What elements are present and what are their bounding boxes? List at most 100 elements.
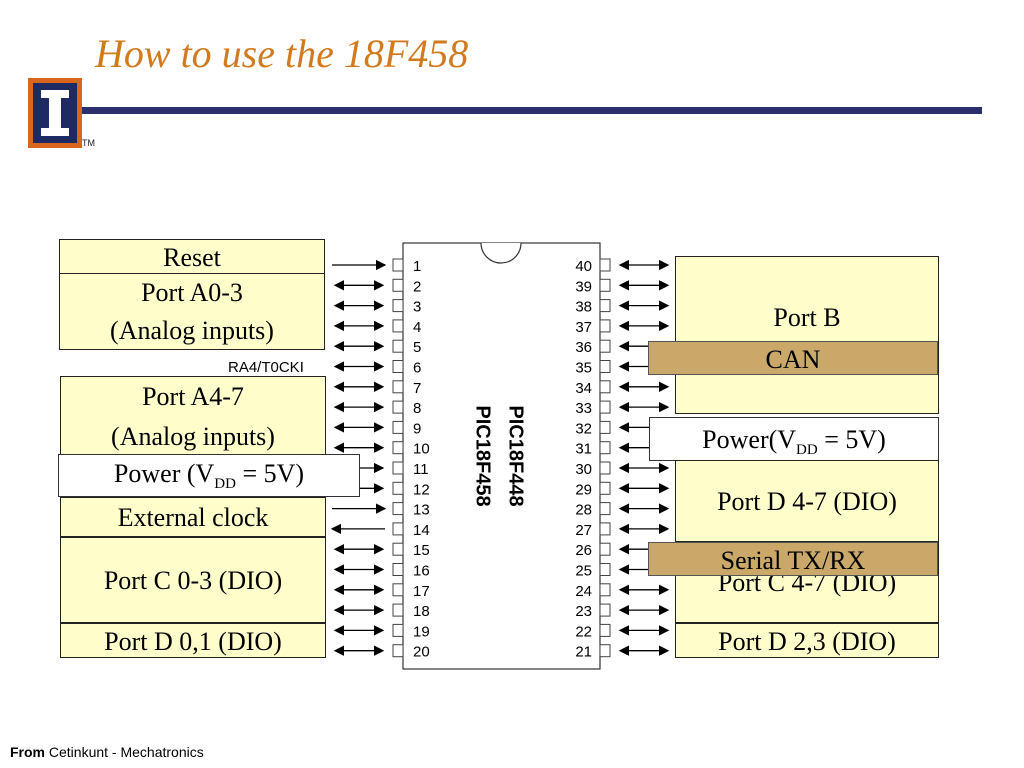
port-a03-box: Port A0-3 (Analog inputs) <box>59 273 325 350</box>
footer-from: From <box>10 744 45 760</box>
pin-number-right: 32 <box>575 420 592 437</box>
pin-pad-left <box>392 400 404 414</box>
pin-number-right: 27 <box>575 522 592 539</box>
reset-label: Reset <box>163 243 221 272</box>
pin-pad-right <box>599 563 611 576</box>
pin-pad-left <box>392 623 404 637</box>
pin-pad-right <box>599 258 611 272</box>
serial-box: Serial TX/RX <box>648 542 938 576</box>
port-b-label: Port B <box>773 303 841 332</box>
pin-pad-right <box>599 278 611 292</box>
ra4-label: RA4/T0CKI <box>228 359 304 376</box>
pin-number-right: 38 <box>575 299 592 316</box>
pin-pad-right <box>599 583 611 597</box>
pin-number-left: 19 <box>413 623 430 640</box>
pin-number-right: 36 <box>575 339 592 356</box>
pin-pad-right <box>599 522 611 536</box>
chip-body <box>402 242 601 670</box>
pin-pad-right <box>599 623 611 637</box>
pin-pad-left <box>392 441 404 455</box>
left-power-box: Power (VDD = 5V) <box>58 454 360 497</box>
footer-credit: From Cetinkunt - Mechatronics <box>10 744 204 760</box>
pin-number-left: 1 <box>413 258 421 275</box>
pin-number-left: 3 <box>413 299 421 316</box>
pin-pad-left <box>392 360 404 373</box>
university-logo <box>28 78 82 153</box>
pin-pad-right <box>599 420 611 434</box>
pin-number-left: 13 <box>413 502 430 519</box>
pin-pad-left <box>392 380 404 394</box>
pin-number-right: 22 <box>575 623 592 640</box>
port-a47-box: Port A4-7 (Analog inputs) <box>60 376 326 458</box>
chip-label-448: PIC18F448 <box>505 405 527 506</box>
pin-pad-left <box>392 319 404 333</box>
pin-number-left: 15 <box>413 542 430 559</box>
pin-pad-right <box>599 299 611 313</box>
port-d01-box: Port D 0,1 (DIO) <box>60 623 326 658</box>
port-d01-label: Port D 0,1 (DIO) <box>104 627 282 656</box>
pin-pad-left <box>392 299 404 313</box>
pin-pad-left <box>392 563 404 576</box>
port-b-box: Port B <box>675 256 939 414</box>
pin-pad-right <box>599 441 611 455</box>
pin-pad-right <box>599 400 611 414</box>
pin-number-right: 33 <box>575 400 592 417</box>
pin-number-left: 6 <box>413 360 421 377</box>
pin-number-left: 12 <box>413 481 430 498</box>
can-label: CAN <box>765 345 821 374</box>
pin-pad-right <box>599 360 611 373</box>
pin-number-right: 24 <box>575 583 592 600</box>
pin-number-left: 18 <box>413 603 430 620</box>
pin-pad-left <box>392 420 404 434</box>
port-a03-label: Port A0-3 <box>141 278 243 307</box>
pin-number-right: 35 <box>575 360 592 377</box>
pin-pad-right <box>599 380 611 394</box>
pin-pad-left <box>392 502 404 516</box>
pin-pad-right <box>599 319 611 333</box>
pin-number-right: 37 <box>575 319 592 336</box>
pin-number-right: 39 <box>575 278 592 295</box>
pin-pad-left <box>392 583 404 597</box>
pin-pad-left <box>392 339 404 353</box>
pin-pad-right <box>599 644 611 658</box>
pin-number-left: 20 <box>413 644 430 661</box>
pin-number-right: 23 <box>575 603 592 620</box>
title-rule <box>82 107 982 114</box>
pin-pad-right <box>599 481 611 495</box>
pin-number-right: 34 <box>575 380 592 397</box>
pin-number-left: 8 <box>413 400 421 417</box>
can-box: CAN <box>648 341 938 375</box>
pin-number-left: 2 <box>413 278 421 295</box>
pin-pad-right <box>599 339 611 353</box>
pin-pad-left <box>392 644 404 658</box>
pin-pad-left <box>392 522 404 536</box>
pin-number-right: 31 <box>575 441 592 458</box>
pin-number-left: 17 <box>413 583 430 600</box>
pin-number-left: 16 <box>413 563 430 580</box>
pin-number-right: 21 <box>575 644 592 661</box>
pin-number-left: 5 <box>413 339 421 356</box>
pin-pad-right <box>599 461 611 475</box>
chip-notch <box>480 242 522 264</box>
pin-number-right: 40 <box>575 258 592 275</box>
pin-number-left: 7 <box>413 380 421 397</box>
pin-pad-left <box>392 603 404 617</box>
port-a47-label: Port A4-7 <box>142 382 244 411</box>
port-a03-sublabel: (Analog inputs) <box>110 316 274 345</box>
page-title: How to use the 18F458 <box>95 31 469 76</box>
pin-pad-left <box>392 461 404 475</box>
pin-number-left: 9 <box>413 420 421 437</box>
footer-source: Cetinkunt - Mechatronics <box>45 744 204 760</box>
pin-number-right: 29 <box>575 481 592 498</box>
ext-clock-box: External clock <box>60 497 326 537</box>
pin-number-right: 28 <box>575 502 592 519</box>
port-c03-box: Port C 0-3 (DIO) <box>60 537 326 623</box>
chip-label-458: PIC18F458 <box>472 405 494 506</box>
ext-clock-label: External clock <box>117 503 269 532</box>
pin-pad-left <box>392 278 404 292</box>
pin-pad-left <box>392 481 404 495</box>
port-d23-label: Port D 2,3 (DIO) <box>718 627 896 656</box>
port-c03-label: Port C 0-3 (DIO) <box>103 566 283 595</box>
port-d47-box: Port D 4-7 (DIO) <box>675 460 939 542</box>
